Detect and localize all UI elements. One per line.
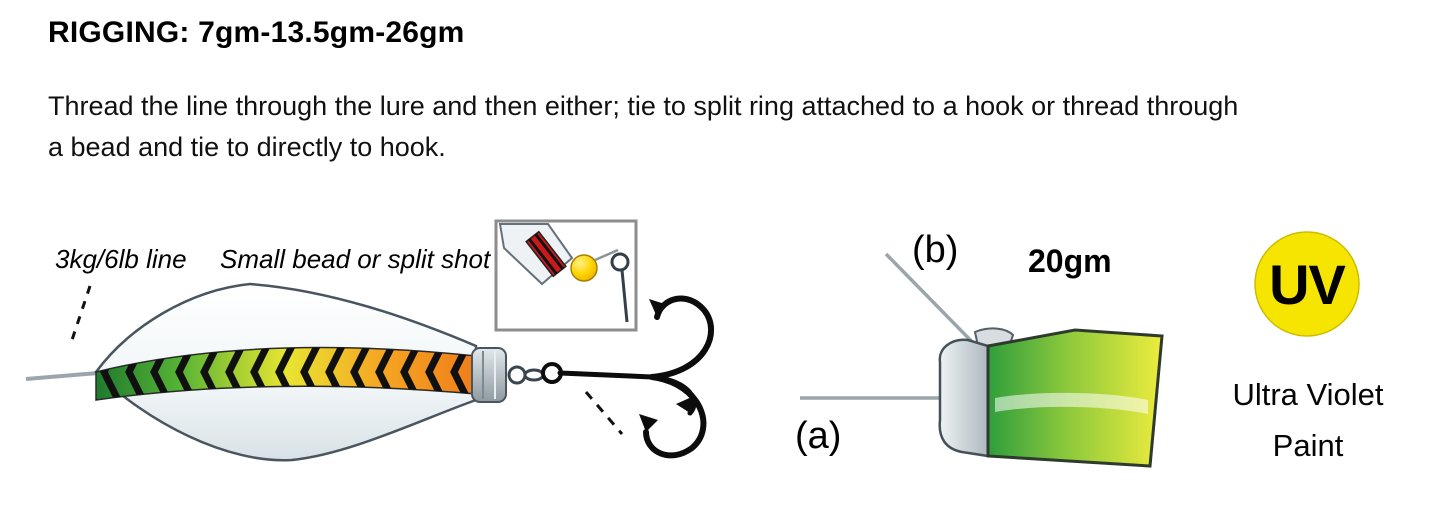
- bead: [570, 254, 598, 282]
- wire-b: [884, 252, 986, 356]
- split-ring: [507, 365, 527, 385]
- uv-caption-line-2: Paint: [1273, 428, 1344, 463]
- weight-label: 20gm: [1028, 243, 1112, 279]
- line-label-leader-dashes: [70, 285, 92, 341]
- fishing-line: [25, 371, 99, 381]
- bead-label: Small bead or split shot: [220, 244, 492, 274]
- line-weight-label: 3kg/6lb line: [55, 244, 187, 274]
- inset-box: [494, 219, 638, 332]
- treble-hook: [541, 295, 715, 459]
- lure-20gm-diagram: (b) 20gm (a): [795, 229, 1164, 468]
- inset-hook-shank: [620, 269, 629, 323]
- label-b: (b): [912, 229, 958, 271]
- inset-hook-eye: [610, 252, 630, 272]
- uv-badge-text: UV: [1269, 253, 1345, 316]
- lure-body-highlight: [995, 392, 1148, 414]
- uv-badge: UV Ultra Violet Paint: [1232, 231, 1384, 463]
- description-line-1: Thread the line through the lure and the…: [48, 91, 1239, 121]
- spoon-lure-diagram: 3kg/6lb line Small bead or split shot: [25, 219, 715, 462]
- inset-red-band: [525, 230, 567, 278]
- hook-leader-dashes: [584, 391, 624, 435]
- lure-collar: [471, 347, 507, 403]
- uv-caption-line-1: Ultra Violet: [1232, 377, 1383, 412]
- page-title: RIGGING: 7gm-13.5gm-26gm: [48, 16, 465, 49]
- swivel: [523, 368, 545, 382]
- description-line-2: a bead and tie to directly to hook.: [48, 132, 446, 162]
- uv-badge-circle: [1254, 231, 1360, 337]
- lure-metal-cap: [938, 338, 990, 458]
- inset-wire: [594, 248, 619, 262]
- description-paragraph: Thread the line through the lure and the…: [48, 86, 1408, 168]
- label-a: (a): [795, 415, 841, 457]
